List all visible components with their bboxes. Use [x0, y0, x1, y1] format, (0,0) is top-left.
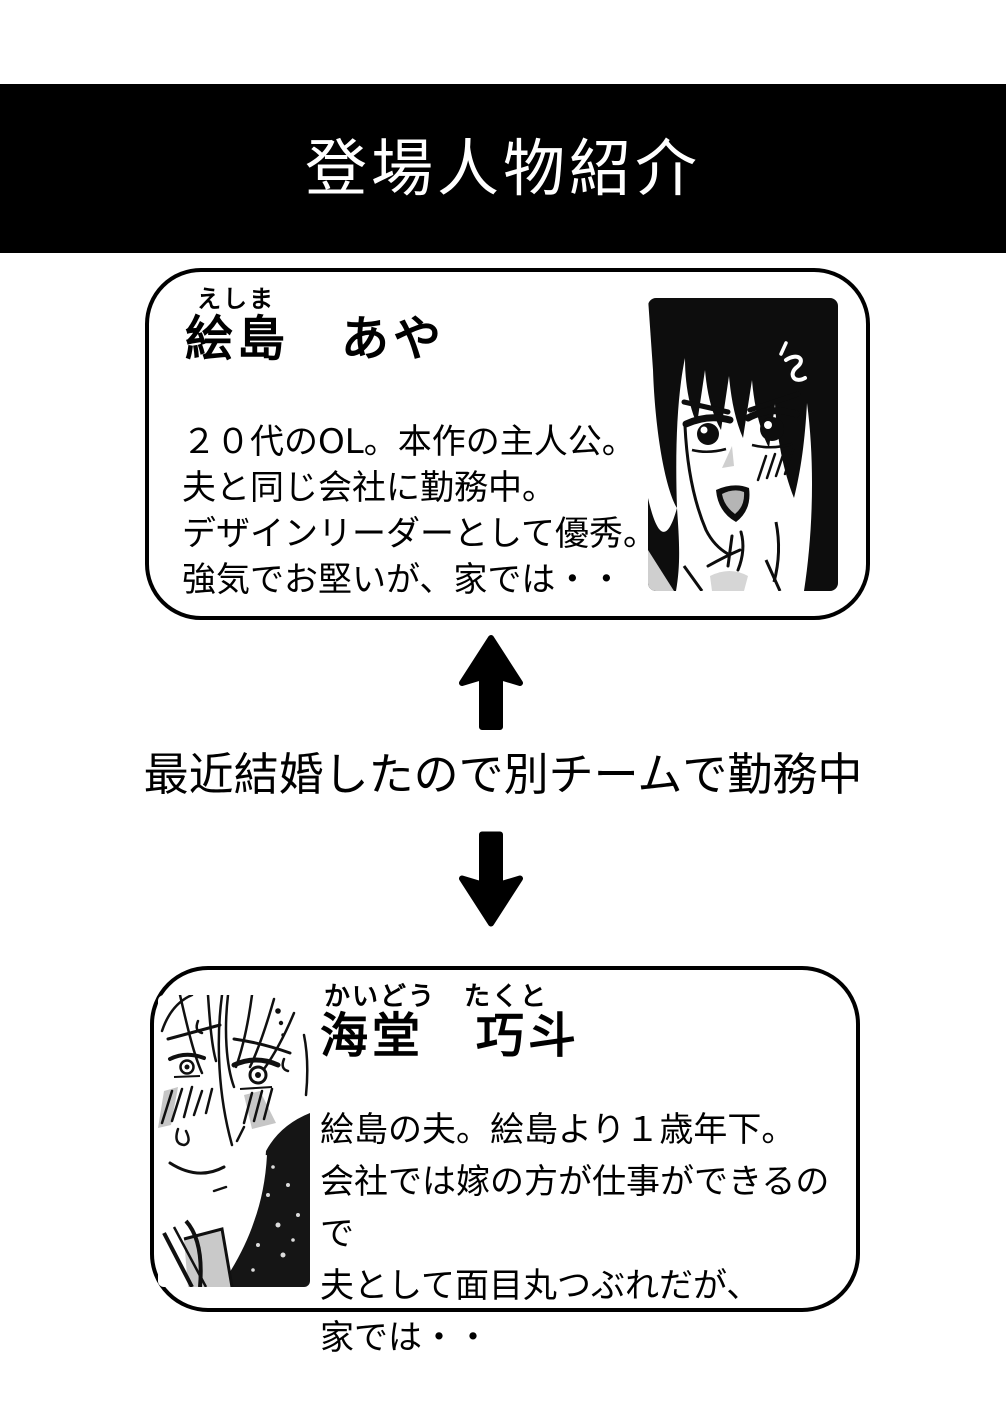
- character-description-aya: ２０代のOL。本作の主人公。夫と同じ会社に勤務中。デザインリーダーとして優秀。強…: [182, 422, 657, 600]
- furigana-aya: えしま: [197, 285, 275, 313]
- down-arrow-icon: [457, 830, 525, 928]
- character-card-aya: えしま 絵島 あや ２０代のOL。本作の主人公。夫と同じ会社に勤務中。デザインリ…: [145, 268, 870, 620]
- portrait-aya-image: [648, 298, 838, 591]
- title-banner: 登場人物紹介: [0, 84, 1006, 253]
- relationship-label: 最近結婚したので別チームで勤務中: [143, 748, 863, 801]
- character-card-takuto: かいどう たくと 海堂 巧斗 絵島の夫。絵島より１歳年下。会社では嫁の方が仕事が…: [150, 966, 860, 1358]
- character-name-aya: 絵島 あや: [185, 311, 446, 367]
- page-title: 登場人物紹介: [304, 131, 701, 205]
- up-arrow-icon: [457, 634, 525, 731]
- character-description-takuto: 絵島の夫。絵島より１歳年下。会社では嫁の方が仕事ができるので夫として面目丸つぶれ…: [320, 1110, 830, 1358]
- furigana-takuto: かいどう たくと: [324, 982, 549, 1012]
- portrait-takuto-image: [158, 995, 310, 1287]
- character-name-takuto: 海堂 巧斗: [320, 1008, 581, 1064]
